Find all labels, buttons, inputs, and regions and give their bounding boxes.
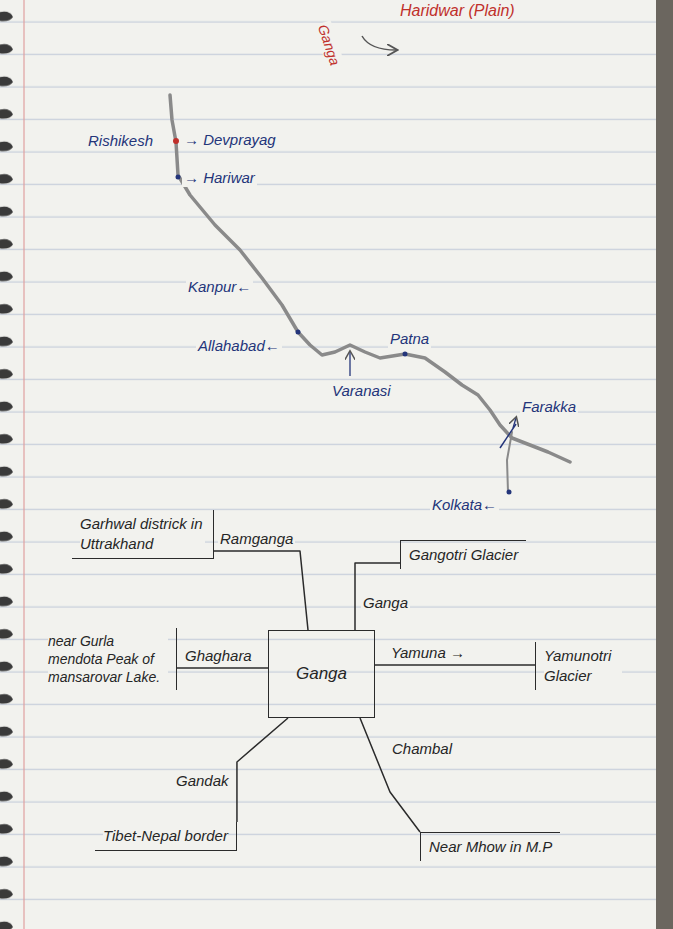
source-text: near Gurla mendota Peak of mansarovar La… (48, 632, 168, 686)
place-label: Kolkata← (430, 496, 499, 514)
source-text: Near Mhow in M.P (429, 837, 552, 857)
leader-arrow (349, 352, 350, 376)
hub-text: Ganga (296, 664, 347, 684)
source-text: Tibet-Nepal border (103, 826, 228, 846)
city-dot (296, 330, 301, 335)
source-bracket: Near Mhow in M.P (420, 832, 560, 861)
city-dot (403, 352, 408, 357)
tributary-name: Ganga (361, 594, 410, 612)
tributary-name: Ghaghara (183, 647, 254, 665)
place-label: Ganga (313, 20, 344, 69)
place-label: Kanpur← (186, 278, 253, 296)
place-label: Rishikesh (86, 132, 155, 150)
branch-line (177, 667, 268, 669)
branch-line (375, 664, 535, 666)
margin-line (23, 0, 24, 929)
city-dot (173, 138, 179, 144)
source-bracket: Gangotri Glacier (400, 540, 526, 569)
city-dot (176, 175, 181, 180)
spiral-binding (0, 0, 18, 929)
tributary-name: Yamuna → (389, 644, 467, 662)
source-bracket: Tibet-Nepal border (95, 822, 237, 851)
place-label: → Devprayag (182, 131, 278, 149)
city-dot (507, 490, 512, 495)
branch-line (237, 718, 288, 822)
source-bracket: Yamunotri Glacier (535, 642, 630, 690)
place-label: → Hariwar (182, 169, 257, 187)
source-text: Yamunotri Glacier (544, 646, 622, 686)
flow-arrow (362, 36, 396, 50)
tributary-name: Chambal (390, 740, 454, 758)
river-course (170, 95, 570, 462)
place-label: Varanasi (330, 382, 393, 400)
river-distributary (507, 432, 512, 492)
source-bracket: near Gurla mendota Peak of mansarovar La… (40, 628, 177, 690)
source-text: Garhwal districk in Uttrakhand (80, 514, 205, 554)
place-label: Farakka (520, 398, 578, 416)
place-label: Patna (388, 330, 431, 348)
place-label: Allahabad← (196, 337, 282, 355)
table-edge (656, 0, 673, 929)
tributary-name: Ramganga (218, 530, 295, 548)
tributary-name: Gandak (174, 772, 231, 790)
branch-line (360, 718, 420, 832)
source-text: Gangotri Glacier (409, 545, 518, 565)
leader-arrow (513, 418, 516, 428)
hub-box: Ganga (268, 630, 375, 718)
branch-line (214, 551, 308, 630)
source-bracket: Garhwal districk in Uttrakhand (72, 510, 214, 559)
place-label: Haridwar (Plain) (398, 2, 517, 20)
